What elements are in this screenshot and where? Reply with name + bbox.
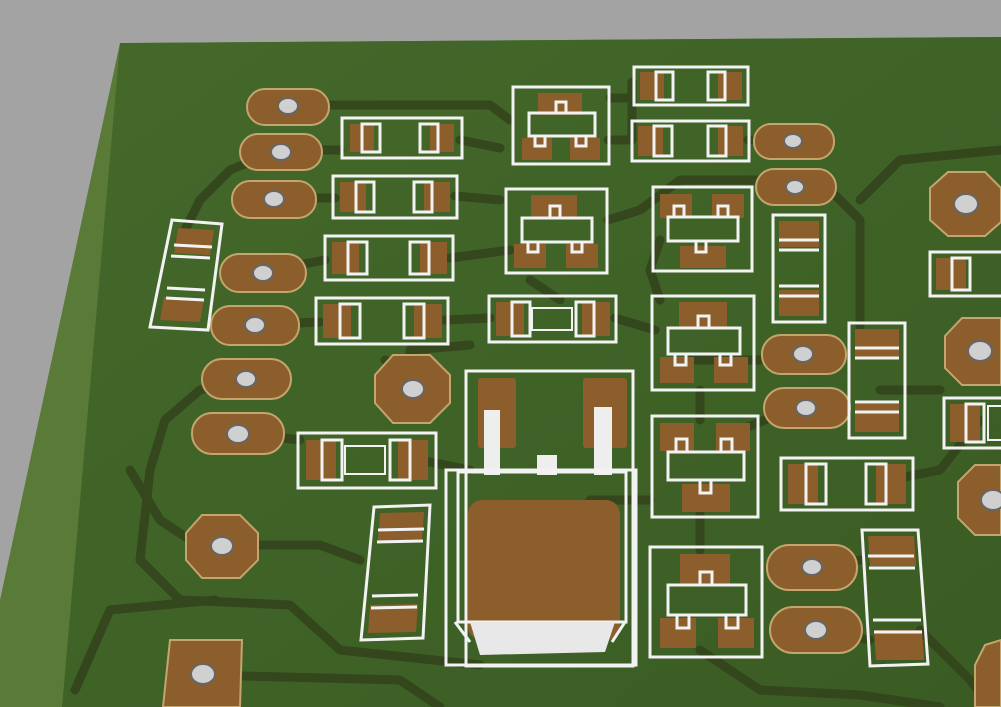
pad	[769, 606, 863, 654]
transistor	[651, 185, 754, 273]
resistor	[928, 250, 1001, 298]
vertical-resistors	[148, 213, 930, 668]
pad	[753, 123, 835, 160]
pad	[766, 544, 858, 591]
transistor	[511, 85, 611, 166]
pad	[210, 305, 300, 346]
resistor	[148, 218, 224, 332]
pad	[191, 412, 285, 455]
pad	[763, 387, 851, 429]
octagon-pads	[161, 171, 1001, 707]
resistor	[847, 321, 907, 440]
transistor	[650, 294, 756, 392]
resistor	[323, 234, 455, 282]
resistor	[632, 65, 750, 107]
pad	[944, 317, 1001, 386]
resistor	[340, 116, 464, 160]
resistor	[630, 119, 751, 163]
pad	[929, 171, 1001, 237]
pad	[957, 464, 1001, 536]
pad	[239, 133, 323, 171]
pad	[374, 354, 451, 424]
pad	[201, 358, 292, 400]
sot23-transistors	[504, 85, 764, 659]
transistor	[504, 187, 609, 275]
through-hole-pads	[191, 88, 863, 654]
resistor	[314, 296, 450, 346]
pad	[185, 514, 259, 579]
pad	[161, 639, 244, 707]
transistor	[650, 414, 760, 519]
capacitor	[487, 294, 618, 344]
capacitor	[296, 431, 438, 490]
resistor	[779, 456, 915, 512]
capacitor	[942, 396, 1001, 450]
resistor	[359, 503, 432, 642]
pad	[974, 638, 1001, 707]
dpak-regulator	[444, 369, 638, 668]
pad	[246, 88, 330, 126]
resistor	[331, 174, 459, 220]
resistor	[771, 213, 827, 324]
pad	[761, 334, 847, 375]
pad	[755, 168, 837, 206]
transistor	[648, 545, 764, 659]
resistor	[860, 528, 930, 668]
horizontal-resistors	[296, 65, 1001, 512]
pad	[231, 180, 317, 219]
pad	[219, 253, 307, 293]
